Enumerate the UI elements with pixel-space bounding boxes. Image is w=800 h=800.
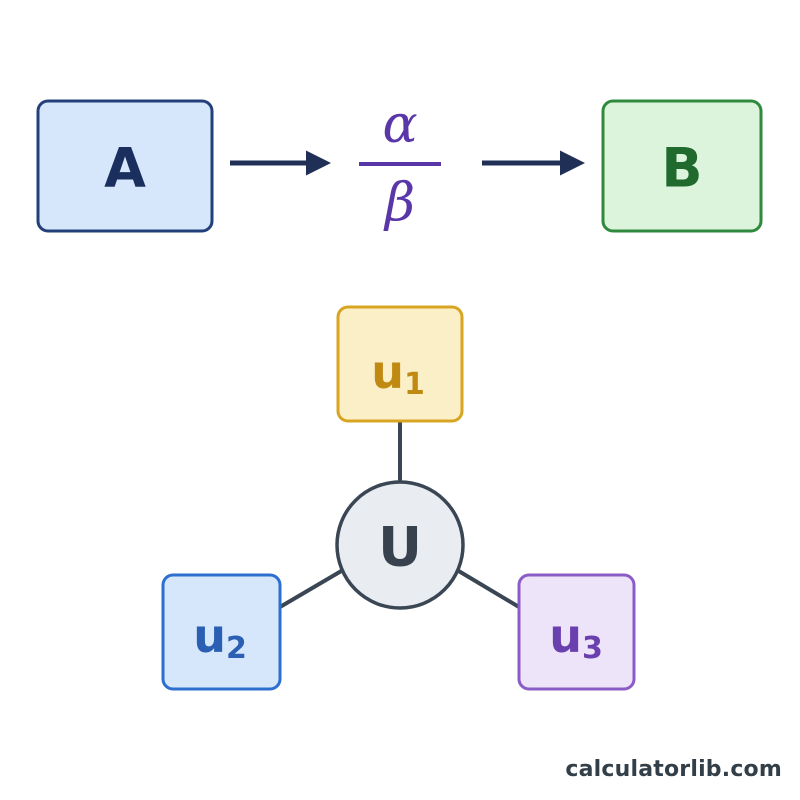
- node-b-label: B: [661, 137, 702, 200]
- fraction-numerator: α: [382, 95, 417, 155]
- node-u2-label: u2: [193, 609, 247, 666]
- fraction-denominator: β: [383, 173, 415, 233]
- hub-node-u-label: U: [378, 516, 422, 579]
- node-u2-subscript: 2: [226, 631, 247, 666]
- node-u3: u3: [517, 573, 636, 691]
- node-u3-label: u3: [549, 609, 603, 666]
- node-u1: u1: [336, 305, 464, 423]
- node-u3-subscript: 3: [582, 631, 603, 666]
- connector-u-to-u3: [455, 568, 521, 609]
- node-u2: u2: [161, 573, 282, 691]
- fraction-alpha-over-beta: α β: [359, 95, 441, 233]
- node-u1-label: u1: [371, 345, 425, 402]
- connector-u-to-u2: [278, 568, 345, 609]
- watermark-text: calculatorlib.com: [565, 757, 782, 782]
- hub-node-u: U: [335, 480, 465, 610]
- node-u1-subscript: 1: [404, 367, 425, 402]
- node-b: B: [601, 99, 763, 233]
- node-a: A: [36, 99, 214, 233]
- node-a-label: A: [104, 137, 146, 200]
